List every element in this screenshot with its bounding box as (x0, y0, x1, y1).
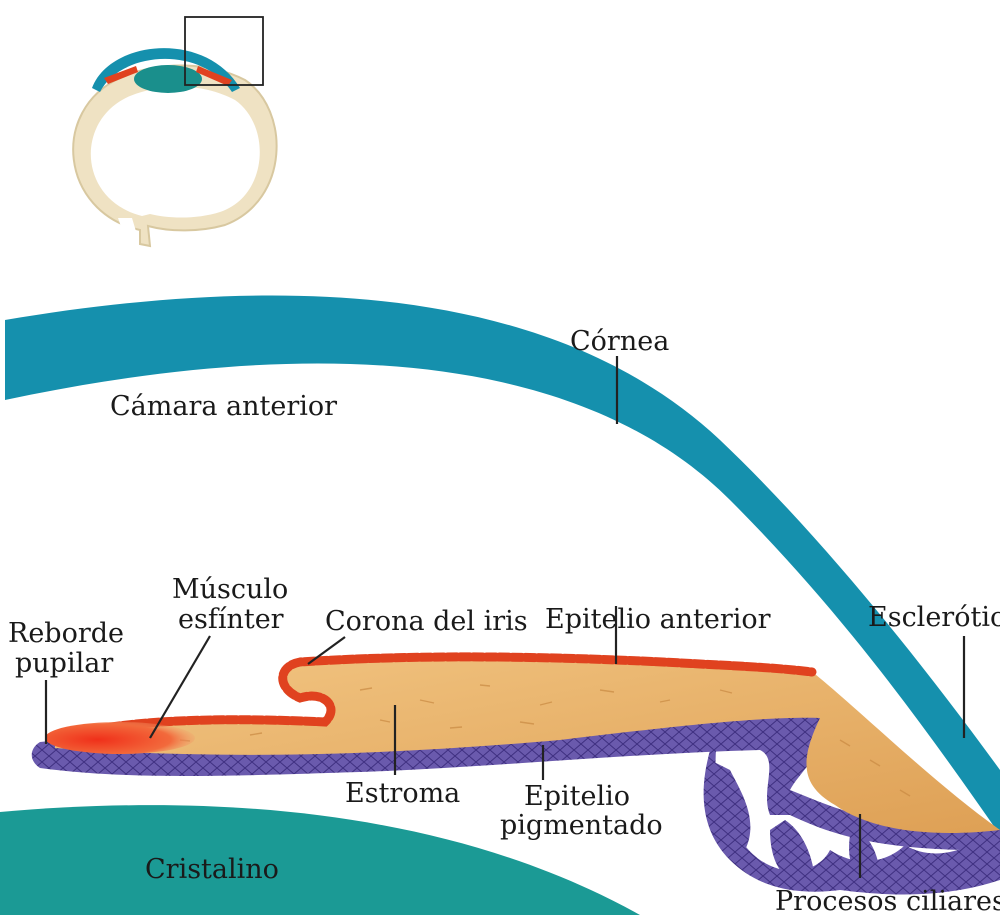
label-sphincter-line2: esfínter (178, 604, 284, 635)
iris-crown-leader (307, 636, 346, 665)
label-pupillary-margin-line1: Reborde (8, 618, 124, 649)
sphincter-leader (149, 635, 211, 739)
leader-lines (44, 356, 966, 878)
label-pigmented-epithelium-line2: pigmentado (500, 810, 663, 841)
anterior-epithelium-shape (55, 652, 817, 745)
label-pigmented-epithelium-line1: Epitelio (524, 781, 630, 812)
label-sphincter-line1: Músculo (172, 574, 288, 605)
label-anterior-epithelium: Epitelio anterior (545, 604, 771, 635)
eyeball-interior (90, 86, 260, 218)
cornea-band (5, 295, 1000, 835)
label-stroma: Estroma (345, 778, 460, 809)
label-anterior-chamber: Cámara anterior (110, 391, 337, 422)
label-iris-crown: Corona del iris (325, 606, 528, 637)
stroma-shape (55, 656, 1000, 833)
zoom-box (184, 16, 264, 86)
inset-iris-left (104, 66, 138, 84)
labels: Córnea Cámara anterior Músculo esfínter … (8, 326, 1000, 915)
label-lens: Cristalino (145, 854, 279, 885)
label-pupillary-margin-line2: pupilar (15, 648, 113, 679)
inset-cornea (92, 48, 240, 92)
eyeball-inset (72, 16, 278, 248)
lens-shape (0, 805, 640, 915)
label-sclera: Esclerótica (868, 602, 1000, 633)
ciliary-processes-shape (703, 700, 1000, 895)
inset-lens (134, 65, 202, 93)
label-cornea: Córnea (570, 326, 669, 357)
inset-iris-right (196, 66, 232, 86)
inset-opening-gap (118, 218, 138, 238)
label-ciliary-processes: Procesos ciliares (775, 886, 1000, 915)
sphincter-muscle-shape (45, 722, 195, 754)
